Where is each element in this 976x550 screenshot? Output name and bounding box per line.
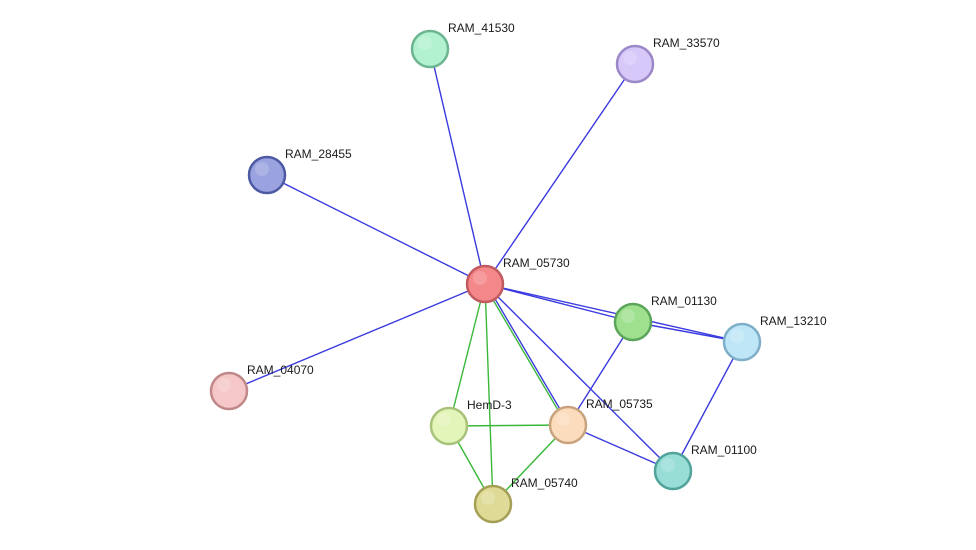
node-highlight <box>556 412 570 426</box>
node-circle[interactable] <box>209 371 249 411</box>
edge-RAM_05730-RAM_41530 <box>429 48 486 285</box>
node-label: RAM_05730 <box>503 256 570 270</box>
node-highlight <box>418 36 432 50</box>
node-label: RAM_01130 <box>651 294 717 308</box>
node-highlight <box>437 413 451 427</box>
edge-RAM_05730-RAM_33570 <box>484 63 636 285</box>
node-circle[interactable] <box>653 451 693 491</box>
node-highlight <box>730 329 744 343</box>
node-highlight <box>621 309 635 323</box>
edge-RAM_05730-RAM_05740 <box>484 283 494 505</box>
node-RAM_41530[interactable]: RAM_41530 <box>410 21 515 69</box>
edge-RAM_05730-HemD-3 <box>448 283 486 427</box>
node-highlight <box>473 271 487 285</box>
node-circle[interactable] <box>410 29 450 69</box>
node-circle[interactable] <box>722 322 762 362</box>
edge-RAM_05730-RAM_05735 <box>485 283 570 425</box>
node-label: RAM_05735 <box>586 397 653 411</box>
node-circle[interactable] <box>473 484 513 524</box>
node-RAM_04070[interactable]: RAM_04070 <box>209 363 314 411</box>
edge-RAM_05730-RAM_13210 <box>484 283 743 343</box>
node-label: RAM_01100 <box>691 443 757 457</box>
node-circle[interactable] <box>429 406 469 446</box>
node-circle[interactable] <box>613 302 653 342</box>
edge-RAM_05730-RAM_05735 <box>483 284 568 426</box>
node-circle[interactable] <box>465 264 505 304</box>
edge-RAM_05730-RAM_01130 <box>484 283 634 323</box>
node-circle[interactable] <box>548 405 588 445</box>
node-highlight <box>217 378 231 392</box>
edge-RAM_01130-RAM_05735 <box>567 321 634 426</box>
node-RAM_05730[interactable]: RAM_05730 <box>465 256 570 304</box>
node-label: RAM_33570 <box>653 36 720 50</box>
node-RAM_13210[interactable]: RAM_13210 <box>722 314 827 362</box>
node-RAM_05740[interactable]: RAM_05740 <box>473 476 578 524</box>
node-label: RAM_04070 <box>247 363 314 377</box>
node-highlight <box>255 162 269 176</box>
node-label: HemD-3 <box>467 398 512 412</box>
edge-RAM_05730-RAM_04070 <box>228 283 486 392</box>
node-highlight <box>661 458 675 472</box>
node-circle[interactable] <box>615 44 655 84</box>
node-RAM_01100[interactable]: RAM_01100 <box>653 443 757 491</box>
node-highlight <box>623 51 637 65</box>
node-RAM_05735[interactable]: RAM_05735 <box>548 397 653 445</box>
node-label: RAM_28455 <box>285 147 352 161</box>
node-RAM_33570[interactable]: RAM_33570 <box>615 36 720 84</box>
node-HemD-3[interactable]: HemD-3 <box>429 398 512 446</box>
node-RAM_28455[interactable]: RAM_28455 <box>247 147 352 195</box>
node-label: RAM_41530 <box>448 21 515 35</box>
node-highlight <box>481 491 495 505</box>
edge-RAM_05730-RAM_28455 <box>266 174 486 285</box>
node-layer: RAM_05730 RAM_41530RAM_33570RAM_28455RAM_… <box>209 21 827 524</box>
node-RAM_01130[interactable]: RAM_01130 <box>613 294 717 342</box>
node-label: RAM_13210 <box>760 314 827 328</box>
edge-RAM_13210-RAM_01100 <box>672 341 743 472</box>
edge-RAM_05730-RAM_01100 <box>484 283 674 472</box>
node-circle[interactable] <box>247 155 287 195</box>
node-label: RAM_05740 <box>511 476 578 490</box>
edge-HemD-3-RAM_05735 <box>448 424 569 427</box>
